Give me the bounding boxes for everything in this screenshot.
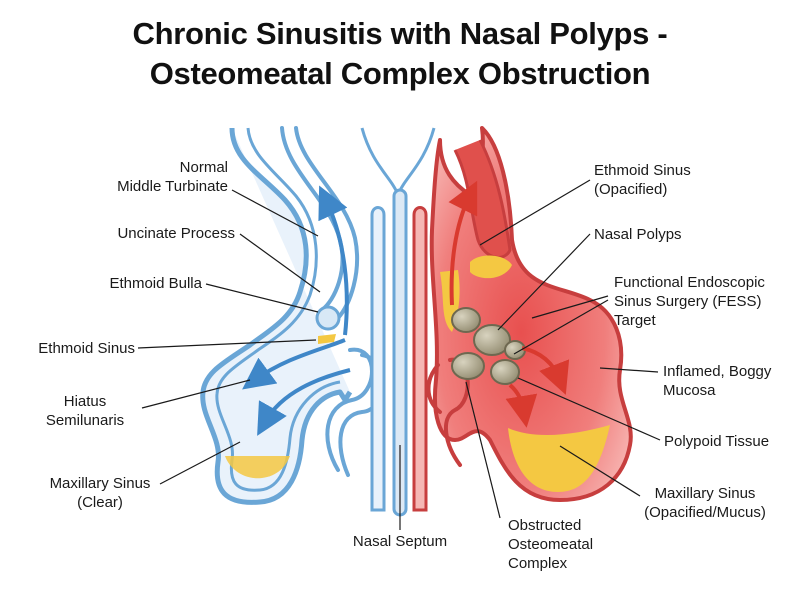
label-ethmoid-sinus-opacified: Ethmoid Sinus (Opacified): [594, 161, 691, 199]
label-text: Target: [614, 312, 656, 329]
ethmoid-bulla: [315, 305, 341, 331]
label-text: Osteomeatal: [508, 536, 594, 553]
polyp: [473, 324, 511, 356]
label-text: Ethmoid Sinus: [594, 162, 691, 179]
leader-normal-middle-turbinate: [231, 189, 319, 237]
label-text: Sinus Surgery (FESS): [614, 293, 762, 310]
ethmoid-sinus-opacified-fluid: [470, 255, 512, 279]
leader-fess-target-a: [531, 295, 609, 319]
leader-fess-target-b: [513, 299, 609, 355]
nasal-septum-structure: [360, 127, 436, 517]
label-text: Mucosa: [663, 382, 716, 399]
label-text: (Opacified/Mucus): [644, 504, 766, 521]
septum-top: [360, 127, 436, 200]
label-text: Middle Turbinate: [117, 178, 228, 195]
label-normal-middle-turbinate: Normal Middle Turbinate: [117, 158, 228, 196]
normal-sinus-inner-wall: [215, 127, 341, 492]
label-ethmoid-bulla: Ethmoid Bulla: [109, 275, 202, 292]
label-nasal-septum: Nasal Septum: [352, 533, 448, 550]
polyp: [451, 352, 485, 380]
leader-maxillary-sinus-clear: [159, 441, 241, 485]
obstructed-flow-arrow-down: [505, 383, 538, 428]
inflamed-nasal-wall: [412, 206, 428, 512]
label-text: Hiatus: [63, 393, 107, 410]
maxillary-sinus-opacified-fluid: [508, 425, 610, 492]
obstructed-flow-arrow-up: [448, 180, 478, 306]
label-text: Normal: [179, 159, 228, 176]
normal-nasal-wall: [370, 206, 386, 512]
title-line-1: Chronic Sinusitis with Nasal Polyps -: [132, 16, 668, 51]
label-nasal-polyps: Nasal Polyps: [594, 226, 682, 243]
label-text: (Opacified): [594, 181, 668, 198]
label-text: Complex: [508, 555, 568, 572]
inflamed-side: [412, 126, 633, 512]
label-text: Inflamed, Boggy: [663, 363, 772, 380]
maxillary-sinus-clear-fluid: [225, 456, 290, 479]
normal-drainage-arrow-down: [257, 368, 351, 436]
normal-side: [200, 126, 386, 512]
normal-drainage-arrow-left: [242, 338, 346, 390]
normal-drainage-arrow-up: [318, 185, 349, 336]
label-hiatus-semilunaris: Hiatus Semilunaris: [40, 392, 130, 430]
label-text: (Clear): [77, 494, 123, 511]
leader-lines: [137, 179, 661, 530]
label-text: Functional Endoscopic: [614, 274, 765, 291]
leader-ethmoid-sinus-opacified: [479, 179, 591, 246]
label-fess-target: Functional Endoscopic Sinus Surgery (FES…: [614, 273, 765, 330]
ethmoid-sinus-normal: [318, 334, 336, 344]
diagram-title: Chronic Sinusitis with Nasal Polyps - Os…: [0, 14, 800, 94]
polyp: [451, 307, 481, 333]
label-inflamed-boggy-mucosa: Inflamed, Boggy Mucosa: [663, 362, 771, 400]
label-maxillary-sinus-clear: Maxillary Sinus (Clear): [36, 474, 164, 512]
title-line-2: Osteomeatal Complex Obstruction: [149, 56, 651, 91]
polyp: [490, 359, 520, 385]
label-uncinate-process: Uncinate Process: [117, 225, 235, 242]
leader-ethmoid-sinus: [137, 339, 317, 349]
leader-polypoid-tissue: [517, 377, 661, 441]
label-text: Semilunaris: [45, 412, 125, 429]
label-obstructed-osteomeatal-complex: Obstructed Osteomeatal Complex: [508, 516, 593, 573]
leader-hiatus-semilunaris: [141, 379, 251, 409]
label-polypoid-tissue: Polypoid Tissue: [664, 433, 770, 450]
label-text: Maxillary Sinus: [654, 485, 756, 502]
leader-uncinate-process: [239, 233, 321, 293]
leader-maxillary-sinus-opacified: [559, 445, 641, 497]
leader-ethmoid-bulla: [205, 283, 319, 313]
label-text: Maxillary Sinus: [49, 475, 151, 492]
obstructed-flow-arrow-right: [521, 346, 570, 395]
label-maxillary-sinus-opacified: Maxillary Sinus (Opacified/Mucus): [632, 484, 778, 522]
nasal-polyps-cluster: [451, 307, 526, 385]
leader-nasal-polyps: [497, 233, 591, 331]
label-ethmoid-sinus: Ethmoid Sinus: [38, 340, 135, 357]
leader-inflamed-mucosa: [599, 367, 659, 373]
label-text: Obstructed: [508, 517, 582, 534]
leader-obstructed-omc: [465, 381, 501, 519]
